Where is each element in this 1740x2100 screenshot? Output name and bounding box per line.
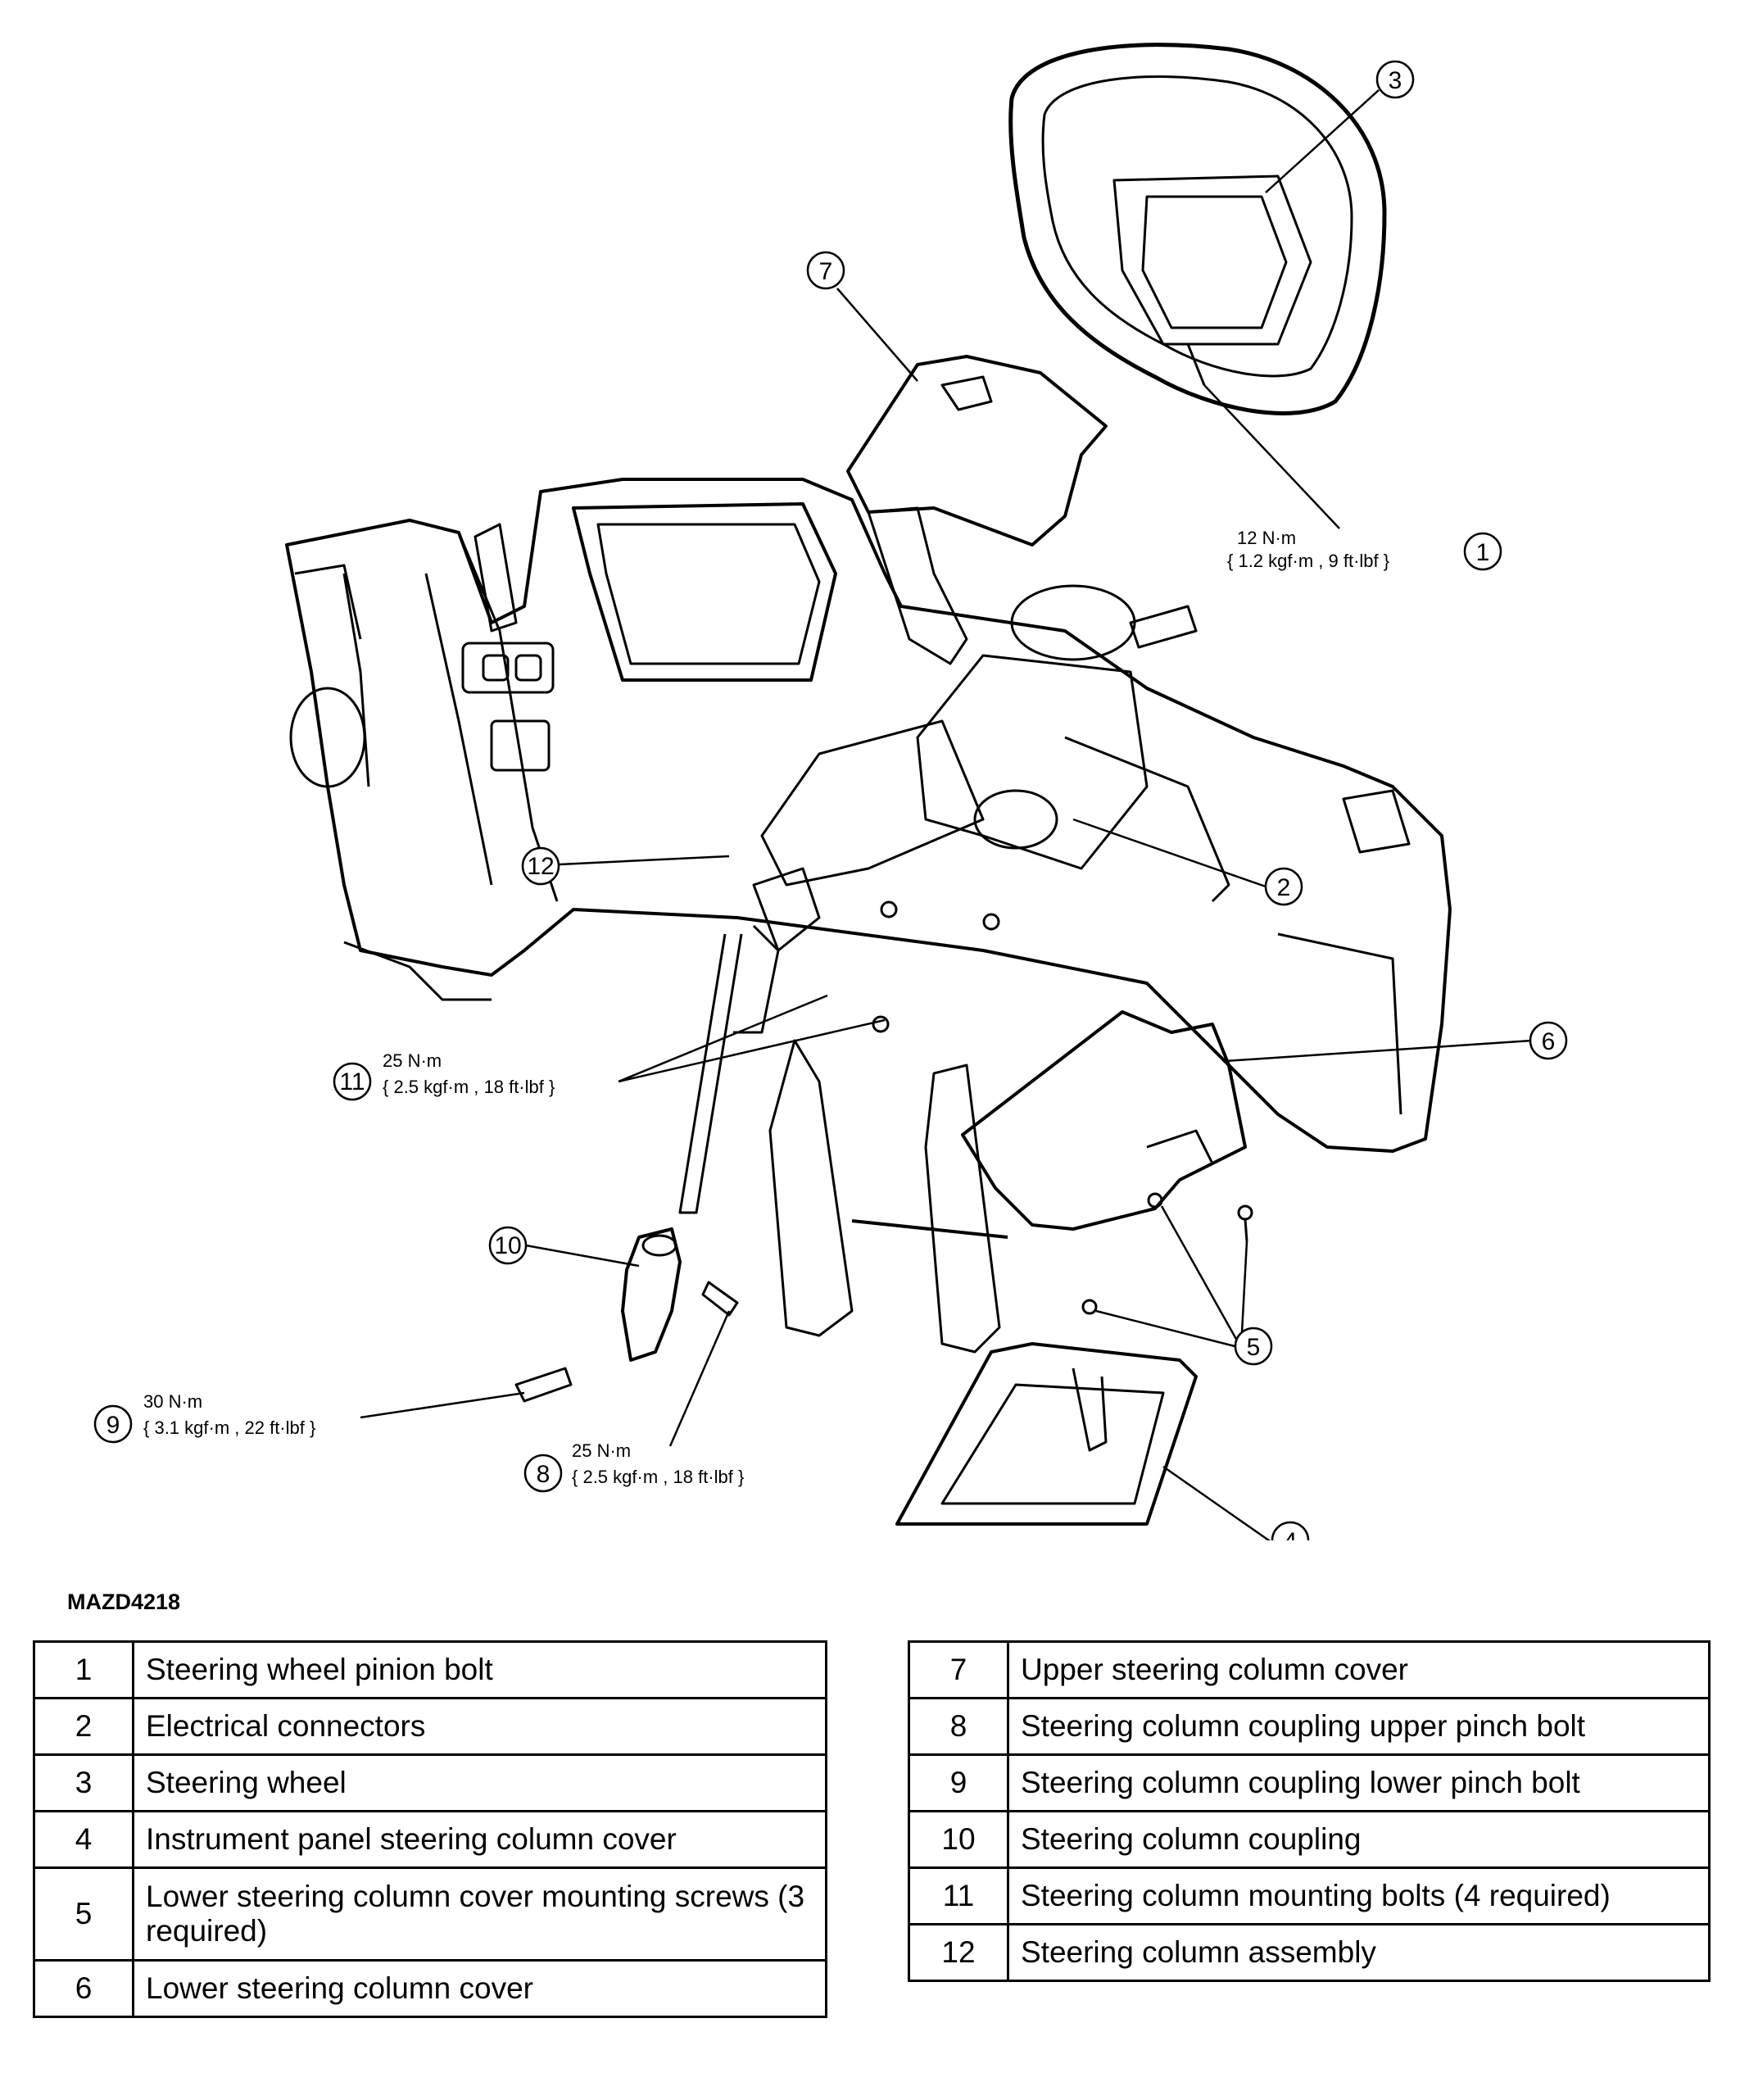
figure-id: MAZD4218	[67, 1590, 181, 1614]
svg-text:{ 2.5 kgf·m , 18 ft·lbf }: { 2.5 kgf·m , 18 ft·lbf }	[383, 1077, 555, 1097]
legend-num: 7	[908, 1640, 1009, 1699]
legend-row: 1 Steering wheel pinion bolt	[33, 1640, 827, 1699]
svg-text:5: 5	[1247, 1334, 1261, 1361]
svg-text:30 N·m: 30 N·m	[143, 1391, 202, 1412]
legend-num: 5	[33, 1866, 134, 1962]
legend-row: 12 Steering column assembly	[908, 1923, 1711, 1982]
lower-column-cover	[961, 1010, 1247, 1231]
legend-num: 4	[33, 1810, 134, 1869]
instrument-panel	[285, 478, 1452, 1153]
legend-row: 4 Instrument panel steering column cover	[33, 1810, 827, 1869]
svg-text:1: 1	[1476, 539, 1490, 566]
callout-markers: 1 12 N·m { 1.2 kgf·m , 9 ft·lbf } 2 3 4 …	[93, 60, 1568, 1540]
legend-text: Instrument panel steering column cover	[132, 1810, 827, 1869]
legend-text: Lower steering column cover	[132, 1959, 827, 2018]
svg-text:25 N·m: 25 N·m	[572, 1440, 631, 1461]
legend-text: Steering column coupling lower pinch bol…	[1007, 1753, 1711, 1812]
callout-9: 9 30 N·m { 3.1 kgf·m , 22 ft·lbf }	[93, 1391, 315, 1444]
cover-mounting-screws	[1081, 1192, 1253, 1315]
support-bracket	[768, 1039, 1008, 1354]
column-mounting-bolts	[872, 900, 1000, 1033]
exploded-view-diagram: 1 12 N·m { 1.2 kgf·m , 9 ft·lbf } 2 3 4 …	[93, 43, 1568, 1540]
svg-text:9: 9	[106, 1412, 120, 1439]
legend-text: Steering column mounting bolts (4 requir…	[1007, 1866, 1711, 1925]
svg-text:3: 3	[1389, 67, 1402, 94]
legend-row: 8 Steering column coupling upper pinch b…	[908, 1697, 1711, 1756]
legend-num: 11	[908, 1866, 1009, 1925]
legend-num: 1	[33, 1640, 134, 1699]
legend-text: Steering column coupling upper pinch bol…	[1007, 1697, 1711, 1756]
svg-text:25 N·m: 25 N·m	[383, 1050, 442, 1071]
callout-8: 8 25 N·m { 2.5 kgf·m , 18 ft·lbf }	[523, 1440, 744, 1493]
callout-3: 3	[1375, 60, 1415, 99]
legend-row: 3 Steering wheel	[33, 1753, 827, 1812]
svg-text:10: 10	[494, 1232, 521, 1259]
legend-num: 12	[908, 1923, 1009, 1982]
steering-wheel	[1008, 43, 1387, 415]
legend-table-right: 7 Upper steering column cover 8 Steering…	[908, 1640, 1711, 1982]
legend-text: Upper steering column cover	[1007, 1640, 1711, 1699]
callout-10: 10	[488, 1226, 528, 1265]
svg-text:{ 3.1 kgf·m , 22 ft·lbf }: { 3.1 kgf·m , 22 ft·lbf }	[143, 1417, 315, 1438]
svg-text:{ 1.2 kgf·m , 9 ft·lbf }: { 1.2 kgf·m , 9 ft·lbf }	[1227, 551, 1389, 571]
legend-text: Steering column coupling	[1007, 1810, 1711, 1869]
legend-text: Lower steering column cover mounting scr…	[132, 1866, 827, 1962]
svg-text:12 N·m: 12 N·m	[1237, 528, 1296, 548]
lower-pinch-bolt	[514, 1367, 573, 1403]
legend-row: 5 Lower steering column cover mounting s…	[33, 1866, 827, 1962]
legend-num: 3	[33, 1753, 134, 1812]
legend-text: Electrical connectors	[132, 1697, 827, 1756]
svg-text:11: 11	[339, 1068, 365, 1095]
instrument-panel-column-cover	[895, 1342, 1198, 1526]
svg-text:12: 12	[527, 853, 554, 880]
svg-text:7: 7	[819, 258, 833, 285]
callout-11: 11 25 N·m { 2.5 kgf·m , 18 ft·lbf }	[333, 1050, 555, 1101]
upper-pinch-bolt	[701, 1281, 739, 1317]
callout-1: 1 12 N·m { 1.2 kgf·m , 9 ft·lbf }	[1227, 528, 1502, 571]
callout-6: 6	[1529, 1021, 1568, 1060]
legend-row: 2 Electrical connectors	[33, 1697, 827, 1756]
callout-7: 7	[806, 251, 845, 290]
svg-text:4: 4	[1284, 1528, 1298, 1540]
callout-4: 4	[1271, 1521, 1310, 1540]
legend-row: 10 Steering column coupling	[908, 1810, 1711, 1869]
callout-2: 2	[1264, 867, 1303, 906]
legend-row: 6 Lower steering column cover	[33, 1959, 827, 2018]
legend-row: 9 Steering column coupling lower pinch b…	[908, 1753, 1711, 1812]
legend-num: 8	[908, 1697, 1009, 1756]
legend-num: 10	[908, 1810, 1009, 1869]
legend-text: Steering wheel pinion bolt	[132, 1640, 827, 1699]
legend-row: 7 Upper steering column cover	[908, 1640, 1711, 1699]
callout-5: 5	[1234, 1327, 1273, 1366]
intermediate-shaft	[678, 924, 780, 1214]
svg-text:2: 2	[1277, 874, 1291, 901]
upper-column-cover	[846, 355, 1108, 547]
steering-column-assembly	[752, 506, 1198, 952]
legend-text: Steering wheel	[132, 1753, 827, 1812]
steering-column-coupling	[621, 1227, 682, 1362]
legend-text: Steering column assembly	[1007, 1923, 1711, 1982]
leader-lines	[360, 89, 1533, 1540]
legend-row: 11 Steering column mounting bolts (4 req…	[908, 1866, 1711, 1925]
svg-text:8: 8	[537, 1461, 551, 1488]
legend-table-left: 1 Steering wheel pinion bolt 2 Electrica…	[33, 1640, 827, 2018]
svg-text:{ 2.5 kgf·m , 18 ft·lbf }: { 2.5 kgf·m , 18 ft·lbf }	[572, 1467, 744, 1487]
legend-num: 2	[33, 1697, 134, 1756]
svg-text:6: 6	[1542, 1028, 1556, 1055]
legend-num: 9	[908, 1753, 1009, 1812]
legend-num: 6	[33, 1959, 134, 2018]
callout-12: 12	[521, 846, 560, 886]
